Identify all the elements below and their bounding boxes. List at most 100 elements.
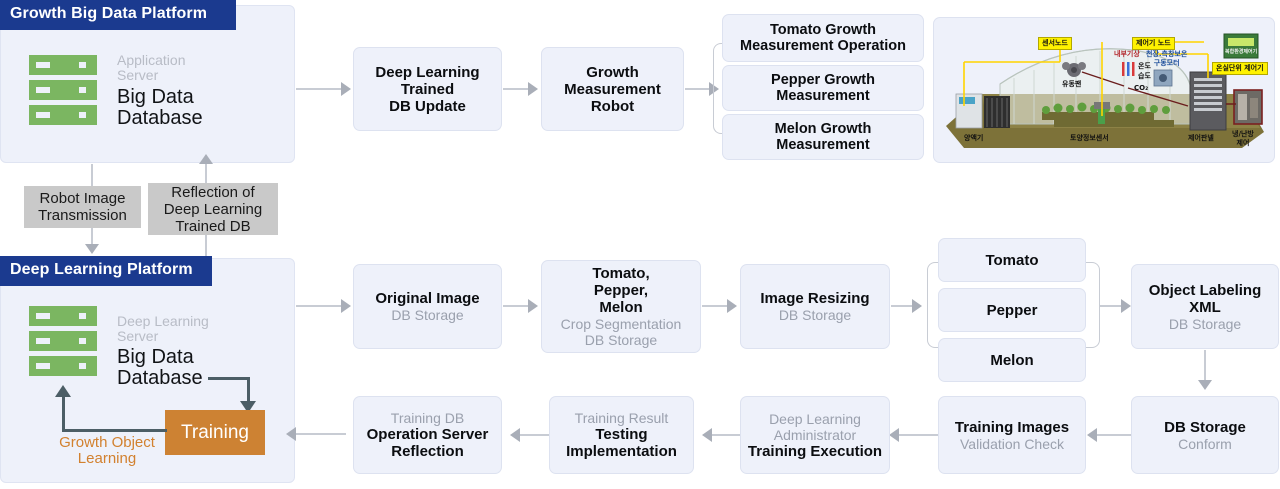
sensor-node-label: 센서노드 bbox=[1038, 37, 1072, 50]
crop-melon-title: Melon bbox=[990, 351, 1034, 369]
connector-panel-to-db-update bbox=[296, 88, 342, 90]
arrow-up-to-big-data-platform bbox=[199, 154, 213, 164]
crop-pepper-box[interactable]: Pepper bbox=[938, 288, 1086, 332]
server-rack-icon bbox=[29, 55, 97, 125]
measurement-group-bracket bbox=[713, 43, 726, 134]
robot-image-transmission-note: Robot Image Transmission bbox=[24, 186, 141, 228]
connector-resizing-to-crops bbox=[891, 305, 913, 307]
loop-top-segment bbox=[208, 377, 250, 380]
connector-original-to-crop bbox=[503, 305, 529, 307]
loop-left-segment bbox=[62, 396, 65, 430]
connector-dl-to-reflection bbox=[205, 235, 207, 256]
loop-right-segment bbox=[247, 377, 250, 405]
connector-operation-server-to-panel bbox=[296, 433, 346, 435]
server-rack-icon-dl bbox=[29, 306, 97, 376]
internal-weather-label: 내부기상 bbox=[1114, 50, 1140, 58]
flow-fan-label: 유동팬 bbox=[1062, 80, 1082, 88]
image-resizing-box[interactable]: Image Resizing DB Storage bbox=[740, 264, 890, 349]
testing-sub: Training Result bbox=[574, 410, 669, 426]
training-images-sub: Validation Check bbox=[959, 435, 1065, 452]
pepper-growth-measurement-box[interactable]: Pepper Growth Measurement bbox=[722, 65, 924, 111]
connector-reflection-up-upper bbox=[205, 164, 207, 186]
growth-big-data-platform-title: Growth Big Data Platform bbox=[0, 0, 236, 30]
greenhouse-scene: 센서노드 제어기 노드 온실단위 제어기 내부기상 천장.측창보온 구동모터 온… bbox=[942, 28, 1268, 156]
connector-training-images-to-execution bbox=[899, 434, 938, 436]
humidity-label: 습도 bbox=[1138, 72, 1151, 80]
arrow-down-db-storage bbox=[1198, 380, 1212, 390]
application-server-label: Application Server bbox=[117, 52, 186, 83]
arrow-right-crop-segmentation bbox=[528, 299, 538, 313]
connector-testing-to-operation bbox=[520, 434, 549, 436]
object-labeling-title: Object Labeling XML bbox=[1148, 281, 1262, 316]
crop-tomato-box[interactable]: Tomato bbox=[938, 238, 1086, 282]
melon-title: Melon Growth Measurement bbox=[774, 121, 872, 153]
greenhouse-unit-controller-label: 온실단위 제어기 bbox=[1212, 62, 1268, 75]
loop-bottom-segment bbox=[62, 429, 167, 432]
arrow-right-measurements bbox=[709, 82, 719, 96]
training-images-validation-box[interactable]: Training Images Validation Check bbox=[938, 396, 1086, 474]
image-resizing-sub: DB Storage bbox=[778, 307, 852, 323]
nutrient-machine-label: 양액기 bbox=[964, 134, 984, 142]
deep-learning-trained-db-update-box[interactable]: Deep Learning Trained DB Update bbox=[353, 47, 502, 131]
reflection-trained-db-note: Reflection of Deep Learning Trained DB bbox=[148, 183, 278, 235]
training-execution-box[interactable]: Deep Learning Administrator Training Exe… bbox=[740, 396, 890, 474]
crop-segmentation-sub: Crop Segmentation DB Storage bbox=[560, 316, 682, 348]
arrow-left-training-images bbox=[1087, 428, 1097, 442]
arrow-left-operation-server bbox=[510, 428, 520, 442]
pepper-title: Pepper Growth Measurement bbox=[771, 72, 875, 104]
melon-growth-measurement-box[interactable]: Melon Growth Measurement bbox=[722, 114, 924, 160]
testing-title: Testing Implementation bbox=[566, 426, 677, 460]
original-image-title: Original Image bbox=[375, 290, 480, 307]
device-badge-label: 복합환경제어기 bbox=[1225, 49, 1258, 55]
growth-measurement-robot-box[interactable]: Growth Measurement Robot bbox=[541, 47, 684, 131]
arrow-right-object-labeling bbox=[1121, 299, 1131, 313]
crop-segmentation-title: Tomato, Pepper, Melon bbox=[592, 265, 650, 316]
connector-dbstorage-to-training-images bbox=[1097, 434, 1131, 436]
crop-pepper-title: Pepper bbox=[986, 301, 1038, 319]
image-resizing-title: Image Resizing bbox=[760, 290, 870, 307]
object-labeling-sub: DB Storage bbox=[1168, 315, 1242, 332]
deep-learning-server-label: Deep Learning Server bbox=[117, 313, 209, 344]
arrow-left-into-dl-panel bbox=[286, 427, 296, 441]
arrow-left-training-execution bbox=[889, 428, 899, 442]
original-image-box[interactable]: Original Image DB Storage bbox=[353, 264, 502, 349]
connector-execution-to-testing bbox=[712, 434, 740, 436]
training-box[interactable]: Training bbox=[165, 410, 265, 455]
training-execution-title: Training Execution bbox=[747, 442, 883, 460]
arrow-left-testing bbox=[702, 428, 712, 442]
arrow-right-db-update bbox=[341, 82, 351, 96]
object-labeling-xml-box[interactable]: Object Labeling XML DB Storage bbox=[1131, 264, 1279, 349]
crop-group-right-bracket bbox=[1086, 262, 1100, 348]
training-execution-sub: Deep Learning Administrator bbox=[769, 410, 861, 443]
growth-object-learning-label: Growth Object Learning bbox=[59, 434, 155, 467]
operation-server-sub: Training DB bbox=[390, 410, 465, 426]
db-storage-sub: Conform bbox=[1178, 435, 1232, 452]
training-images-title: Training Images bbox=[954, 418, 1070, 436]
loop-arrow-up-to-database bbox=[55, 385, 71, 397]
greenhouse-smart-farm-illustration: 센서노드 제어기 노드 온실단위 제어기 내부기상 천장.측창보온 구동모터 온… bbox=[933, 17, 1275, 163]
robot-title: Growth Measurement Robot bbox=[564, 63, 661, 115]
ceiling-motor-label: 천장.측창보온 구동모터 bbox=[1146, 50, 1188, 67]
operation-server-reflection-box[interactable]: Training DB Operation Server Reflection bbox=[353, 396, 502, 474]
connector-db-update-to-robot bbox=[503, 88, 529, 90]
tomato-growth-measurement-operation-box[interactable]: Tomato Growth Measurement Operation bbox=[722, 14, 924, 62]
original-image-sub: DB Storage bbox=[391, 307, 464, 323]
db-update-title: Deep Learning Trained DB Update bbox=[375, 63, 480, 115]
control-panel-label: 제어판넬 bbox=[1188, 134, 1214, 142]
operation-server-title: Operation Server Reflection bbox=[366, 426, 489, 460]
arrow-right-crop-group bbox=[912, 299, 922, 313]
crop-melon-box[interactable]: Melon bbox=[938, 338, 1086, 382]
db-storage-title: DB Storage bbox=[1164, 418, 1246, 436]
crop-segmentation-box[interactable]: Tomato, Pepper, Melon Crop Segmentation … bbox=[541, 260, 701, 353]
connector-crops-to-labeling bbox=[1100, 305, 1122, 307]
tomato-op-title: Tomato Growth Measurement Operation bbox=[740, 22, 906, 54]
arrow-right-image-resizing bbox=[727, 299, 737, 313]
soil-sensor-label: 토양정보센서 bbox=[1070, 134, 1109, 142]
connector-labeling-down bbox=[1204, 350, 1206, 382]
db-storage-conform-box[interactable]: DB Storage Conform bbox=[1131, 396, 1279, 474]
arrow-right-robot bbox=[528, 82, 538, 96]
testing-implementation-box[interactable]: Training Result Testing Implementation bbox=[549, 396, 694, 474]
arrow-down-to-dl-platform bbox=[85, 244, 99, 254]
connector-panel-down-robot-image bbox=[91, 164, 93, 186]
